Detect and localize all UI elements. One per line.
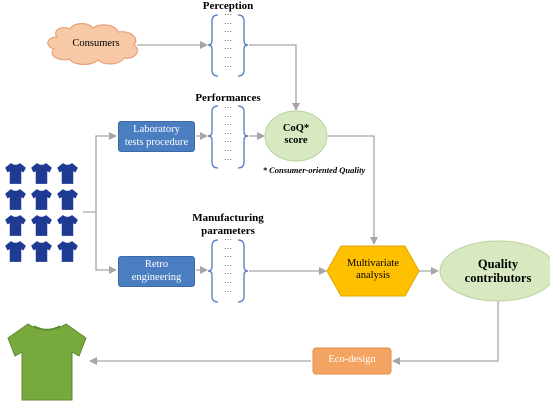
arrow-shirts-lab (83, 132, 117, 213)
coq-footnote: * Consumer-oriented Quality (262, 165, 366, 175)
tshirt-icon (5, 241, 26, 262)
connectors (83, 41, 499, 365)
brackets (207, 14, 249, 303)
green-tshirt-icon (7, 323, 87, 401)
tshirt-icon (5, 189, 26, 210)
bracket-right (237, 105, 249, 169)
tshirt-icon (31, 241, 52, 262)
manufacturing-dots: ………………… (224, 233, 232, 294)
tshirt-icon (31, 215, 52, 236)
bracket-left (207, 14, 219, 77)
tshirt-icon (57, 163, 78, 184)
consumers-label: Consumers (72, 38, 120, 49)
heading-performances: Performances (195, 92, 261, 104)
heading-manufacturing-parameters: Manufacturing parameters (192, 212, 264, 237)
tshirt-icon (57, 241, 78, 262)
arrow-shirts-retro (95, 212, 117, 274)
tshirt-icon (5, 215, 26, 236)
arrow-coq-multivariate (328, 135, 378, 245)
perception-dots: ………………… (224, 8, 232, 69)
tshirt-icon (57, 215, 78, 236)
tshirt-grid (5, 163, 78, 262)
bracket-right (237, 14, 249, 77)
lab-tests-box: Laboratory tests procedure (118, 121, 195, 152)
eco-design-box (312, 347, 392, 375)
bracket-left (207, 105, 219, 169)
bracket-left (207, 239, 219, 303)
arrow-perception-coq (249, 44, 300, 111)
performances-dots: ………………… (224, 101, 232, 162)
retro-engineering-box: Retro engineering (118, 256, 195, 287)
tshirt-icon (31, 163, 52, 184)
quality-contributors-label: Quality contributors (464, 257, 532, 286)
quality-ellipse (439, 240, 550, 302)
coq-score-label: CoQ* score (282, 123, 310, 147)
coq-ellipse (264, 110, 328, 162)
tshirt-icon (57, 189, 78, 210)
eco-design-label: Eco-design (328, 354, 376, 365)
bracket-right (237, 239, 249, 303)
tshirt-icon (5, 163, 26, 184)
arrow-quality-eco (392, 301, 499, 365)
consumers-cloud (47, 23, 138, 65)
heading-perception: Perception (202, 0, 254, 12)
multivariate-hexagon (326, 245, 420, 297)
tshirt-icon (31, 189, 52, 210)
multivariate-analysis-label: Multivariate analysis (347, 258, 399, 282)
